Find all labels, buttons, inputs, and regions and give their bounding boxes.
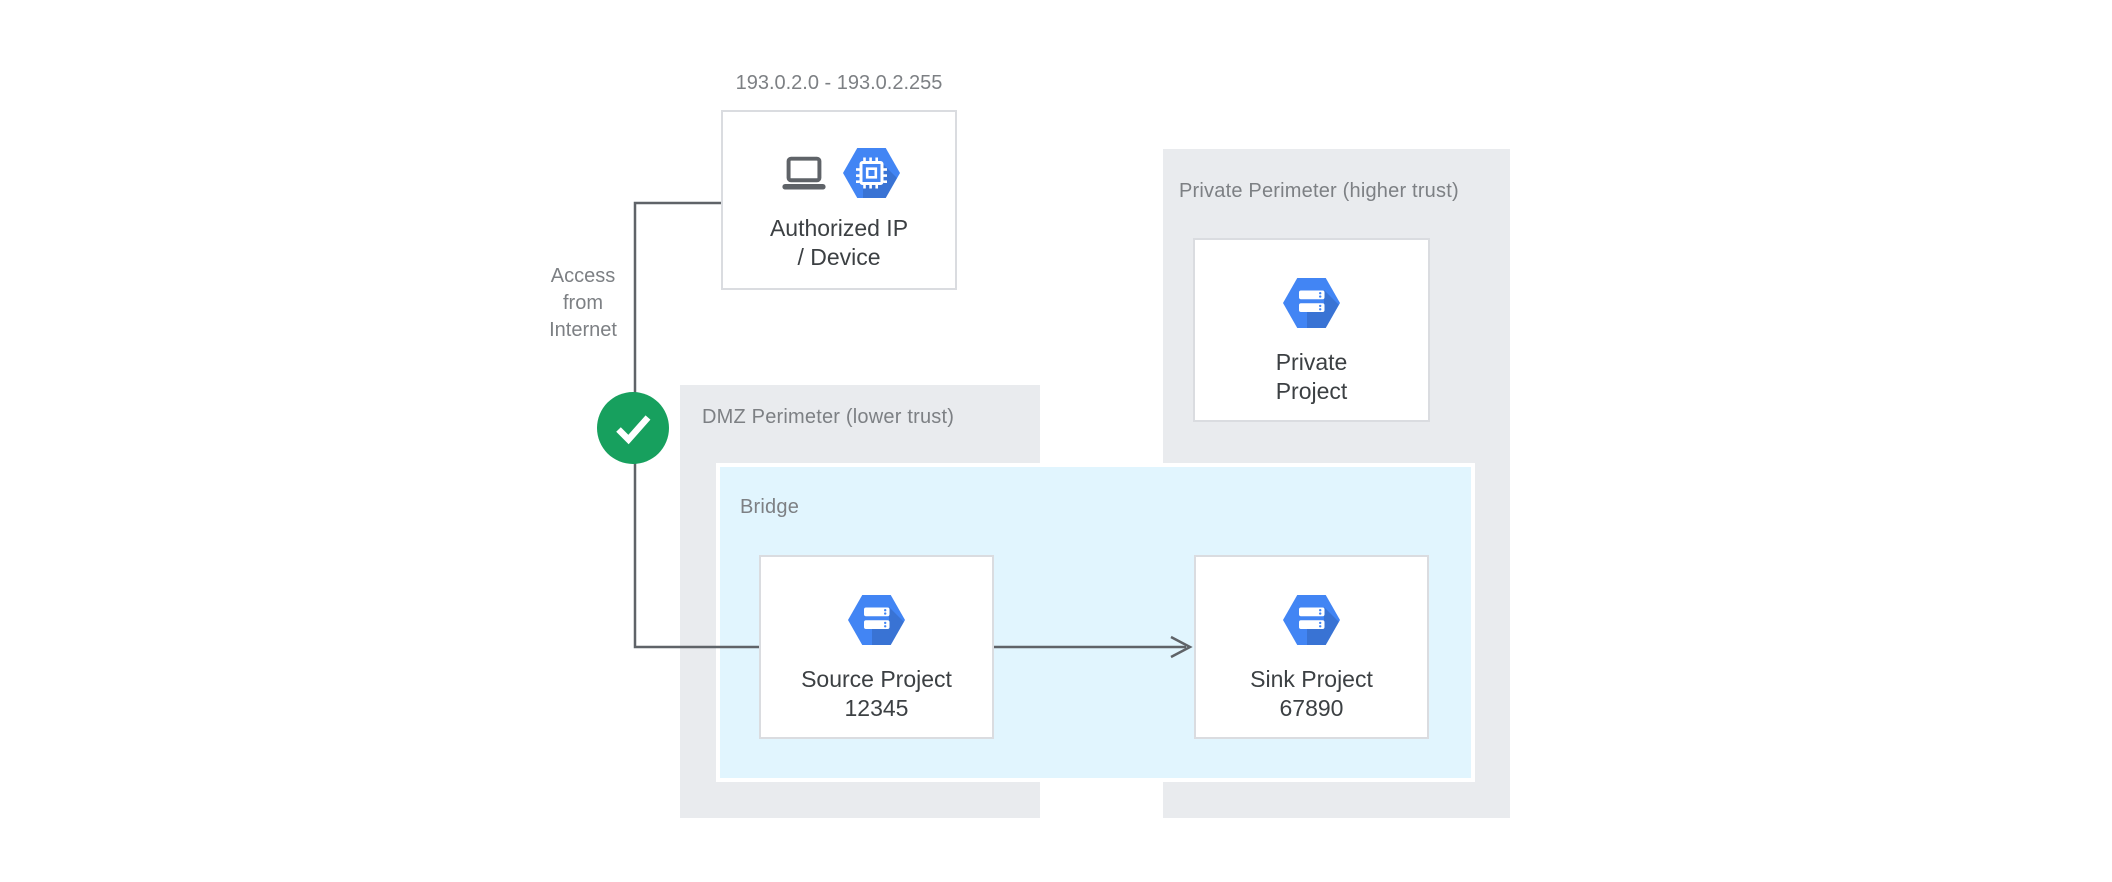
authorized-node-icons: [779, 148, 900, 198]
project-icon: [1283, 278, 1340, 328]
check-icon: [597, 392, 669, 464]
source-project-label: Source Project 12345: [801, 666, 952, 721]
project-icon: [848, 595, 905, 645]
private-project-label: Private Project: [1275, 349, 1348, 404]
sink-project-label: Sink Project 67890: [1250, 666, 1373, 721]
compute-engine-icon: [843, 148, 900, 198]
sink-project-node: Sink Project 67890: [1194, 555, 1429, 739]
project-icon: [1283, 595, 1340, 645]
dmz-perimeter-label: DMZ Perimeter (lower trust): [702, 406, 955, 428]
authorized-node-label: Authorized IP / Device: [769, 215, 909, 270]
laptop-icon: [779, 155, 829, 192]
private-perimeter-label: Private Perimeter (higher trust): [1179, 180, 1459, 202]
private-project-node: Private Project: [1193, 238, 1430, 422]
bridge-label: Bridge: [740, 496, 800, 518]
source-project-node: Source Project 12345: [759, 555, 994, 739]
access-from-internet-label: Access from Internet: [549, 265, 617, 341]
authorized-ip-device-node: Authorized IP / Device: [721, 110, 957, 290]
ip-range-label: 193.0.2.0 - 193.0.2.255: [735, 72, 943, 94]
